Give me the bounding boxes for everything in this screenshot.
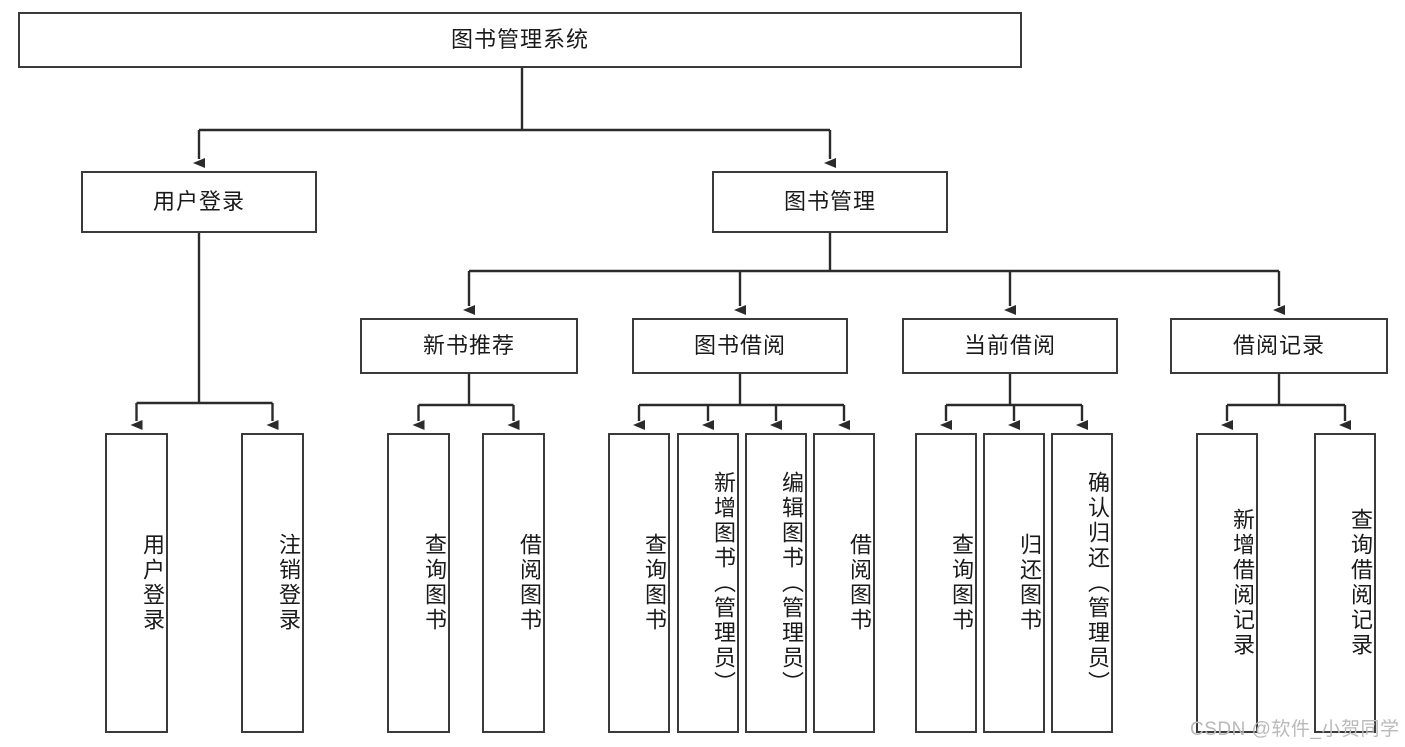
node-label: 新增借阅记录 bbox=[1230, 508, 1255, 658]
node-borrow-record[interactable]: 借阅记录 bbox=[1170, 318, 1388, 374]
node-leaf-user-logout[interactable]: 注销登录 bbox=[241, 433, 304, 733]
node-label: 查询图书 bbox=[422, 533, 447, 633]
node-leaf-bb-borrow[interactable]: 借阅图书 bbox=[813, 433, 875, 733]
node-label: 用户登录 bbox=[152, 188, 245, 214]
node-leaf-bb-edit[interactable]: 编辑图书（管理员） bbox=[745, 433, 807, 733]
node-label: 图书借阅 bbox=[693, 332, 786, 358]
node-leaf-user-login[interactable]: 用户登录 bbox=[105, 433, 168, 733]
node-book-manage[interactable]: 图书管理 bbox=[712, 171, 948, 233]
node-current-borrow[interactable]: 当前借阅 bbox=[902, 318, 1118, 374]
node-label: 借阅图书 bbox=[847, 533, 872, 633]
node-leaf-cb-query[interactable]: 查询图书 bbox=[915, 433, 977, 733]
node-label: 确认归还（管理员） bbox=[1085, 470, 1110, 696]
node-label: 新书推荐 bbox=[422, 332, 515, 358]
node-label: 图书管理 bbox=[783, 188, 876, 214]
node-label: 查询图书 bbox=[642, 533, 667, 633]
node-label: 借阅图书 bbox=[517, 533, 542, 633]
node-root[interactable]: 图书管理系统 bbox=[18, 12, 1022, 68]
node-label: 图书管理系统 bbox=[450, 26, 589, 52]
node-label: 当前借阅 bbox=[963, 332, 1056, 358]
node-user-login[interactable]: 用户登录 bbox=[81, 171, 317, 233]
node-leaf-rec-query[interactable]: 查询图书 bbox=[387, 433, 450, 733]
node-label: 编辑图书（管理员） bbox=[779, 470, 804, 696]
node-leaf-rec-borrow[interactable]: 借阅图书 bbox=[482, 433, 545, 733]
node-label: 借阅记录 bbox=[1232, 332, 1325, 358]
node-label: 查询图书 bbox=[949, 533, 974, 633]
node-leaf-bb-add[interactable]: 新增图书（管理员） bbox=[677, 433, 739, 733]
node-leaf-cb-return[interactable]: 归还图书 bbox=[983, 433, 1045, 733]
node-new-book-rec[interactable]: 新书推荐 bbox=[360, 318, 578, 374]
csdn-watermark: CSDN @软件_小贺同学 bbox=[1190, 719, 1400, 740]
node-leaf-cb-confirm[interactable]: 确认归还（管理员） bbox=[1051, 433, 1113, 733]
node-leaf-br-query[interactable]: 查询借阅记录 bbox=[1314, 433, 1376, 733]
node-label: 用户登录 bbox=[140, 533, 165, 633]
node-leaf-br-add[interactable]: 新增借阅记录 bbox=[1196, 433, 1258, 733]
node-label: 查询借阅记录 bbox=[1348, 508, 1373, 658]
node-label: 新增图书（管理员） bbox=[711, 470, 736, 696]
node-leaf-bb-query[interactable]: 查询图书 bbox=[608, 433, 670, 733]
node-book-borrow[interactable]: 图书借阅 bbox=[632, 318, 848, 374]
node-label: 注销登录 bbox=[276, 533, 301, 633]
node-label: 归还图书 bbox=[1017, 533, 1042, 633]
